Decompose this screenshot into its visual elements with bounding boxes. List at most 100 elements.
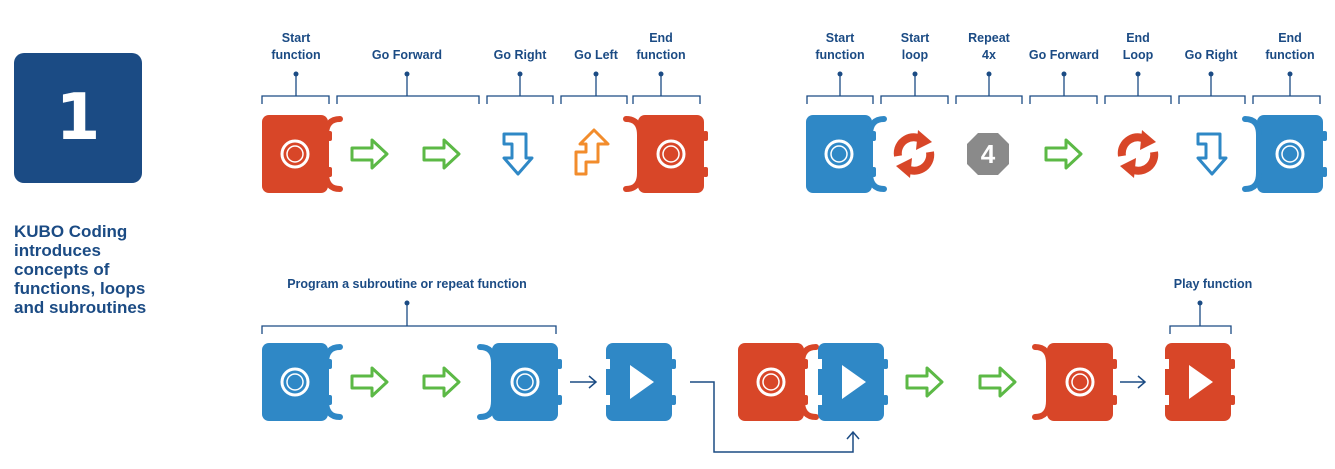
start-function-tile [806,115,887,193]
label-go-left: Go Left [574,48,619,62]
repeat-count-icon: 4 [967,133,1009,175]
label-repeat: Repeat [968,31,1011,45]
tile-bump [557,395,562,405]
label-end-function: function [636,48,685,62]
ring-inner [1281,145,1299,163]
tile-bump [1112,395,1117,405]
top-left-labels: Start function Go Forward Go Right Go Le… [271,31,685,62]
ring-icon [656,139,686,169]
tile-bump [1322,131,1327,141]
intro-line: concepts of [14,260,110,279]
flow-arrow [690,381,860,453]
end-function-tile [477,343,562,421]
dot [517,71,523,77]
ring-inner [762,373,780,391]
label-end-loop: Loop [1123,48,1154,62]
dot [658,71,664,77]
loop-arrowhead [896,158,912,178]
tile-bump [1230,359,1235,369]
repeat-octagon [967,133,1009,175]
play-icon [1189,365,1213,399]
ring-icon [280,139,310,169]
ring-inner [830,145,848,163]
forward-arrow-shape [350,138,389,170]
bracket [261,303,557,334]
dot [1208,71,1214,77]
ring-inner [662,145,680,163]
tile-body [738,343,804,421]
tile-layer: 4 [262,115,1327,421]
bracket [632,74,701,104]
start-function-tile [262,115,343,193]
tile-body [262,115,328,193]
dot [837,71,843,77]
ring-inner [1071,373,1089,391]
start-function-tile [262,343,343,421]
label-start-loop: loop [902,48,929,62]
tile-bump [1322,167,1327,177]
dot [593,71,599,77]
forward-arrow-shape [905,366,944,398]
forward-arrow-icon [350,366,389,398]
repeat-count-text: 4 [981,139,996,169]
bracket [1029,74,1098,104]
dot [986,71,992,77]
function-bracket [323,116,343,192]
tile-bump [671,359,676,369]
tile-body [806,115,872,193]
dot [1135,71,1141,77]
ring-icon [1065,367,1095,397]
ring-icon [280,367,310,397]
forward-arrow-icon [422,366,461,398]
dot [1197,300,1203,306]
forward-arrow-icon [905,366,944,398]
dot [1287,71,1293,77]
forward-arrow-icon [1044,138,1083,170]
turn-right-shape [1196,132,1228,176]
turn-right-shape [502,132,534,176]
dot [404,71,410,77]
label-program-subroutine: Program a subroutine or repeat function [287,277,527,291]
flow-arrows [570,375,1147,453]
function-bracket [799,344,819,420]
label-end-function: function [1265,48,1314,62]
bracket [806,74,874,104]
tile-bump [557,359,562,369]
label-start-loop: Start [901,31,930,45]
tile-bump [1230,395,1235,405]
flow-arrow [1120,375,1147,389]
tile-body [262,343,328,421]
label-start-function: function [815,48,864,62]
tile-notch [1165,395,1169,405]
loop-icon [893,130,935,178]
forward-arrow-icon [350,138,389,170]
ring-icon [756,367,786,397]
label-start-function: function [271,48,320,62]
bracket [261,74,330,104]
tile-bump [883,359,888,369]
play-icon [842,365,866,399]
bracket [336,74,480,104]
tile-bump [883,395,888,405]
tile-body [1257,115,1323,193]
step-number-badge: 1 [14,53,142,183]
bracket [880,74,949,104]
label-start-function: Start [282,31,311,45]
dot [912,71,918,77]
flow-arrow [570,375,598,389]
intro-line: introduces [14,241,101,260]
bracket [1178,74,1246,104]
bracket [486,74,554,104]
end-function-tile [623,115,708,193]
bracket [560,74,628,104]
label-go-right: Go Right [494,48,548,62]
forward-arrow-shape [1044,138,1083,170]
loop-arrowhead [1120,158,1136,178]
label-go-forward: Go Forward [372,48,442,62]
label-end-loop: End [1126,31,1150,45]
intro-text: KUBO Coding introduces concepts of funct… [14,222,194,317]
loop-arrowhead [1140,130,1156,150]
ring-icon [510,367,540,397]
turn-right-arrow-icon [1196,132,1228,176]
